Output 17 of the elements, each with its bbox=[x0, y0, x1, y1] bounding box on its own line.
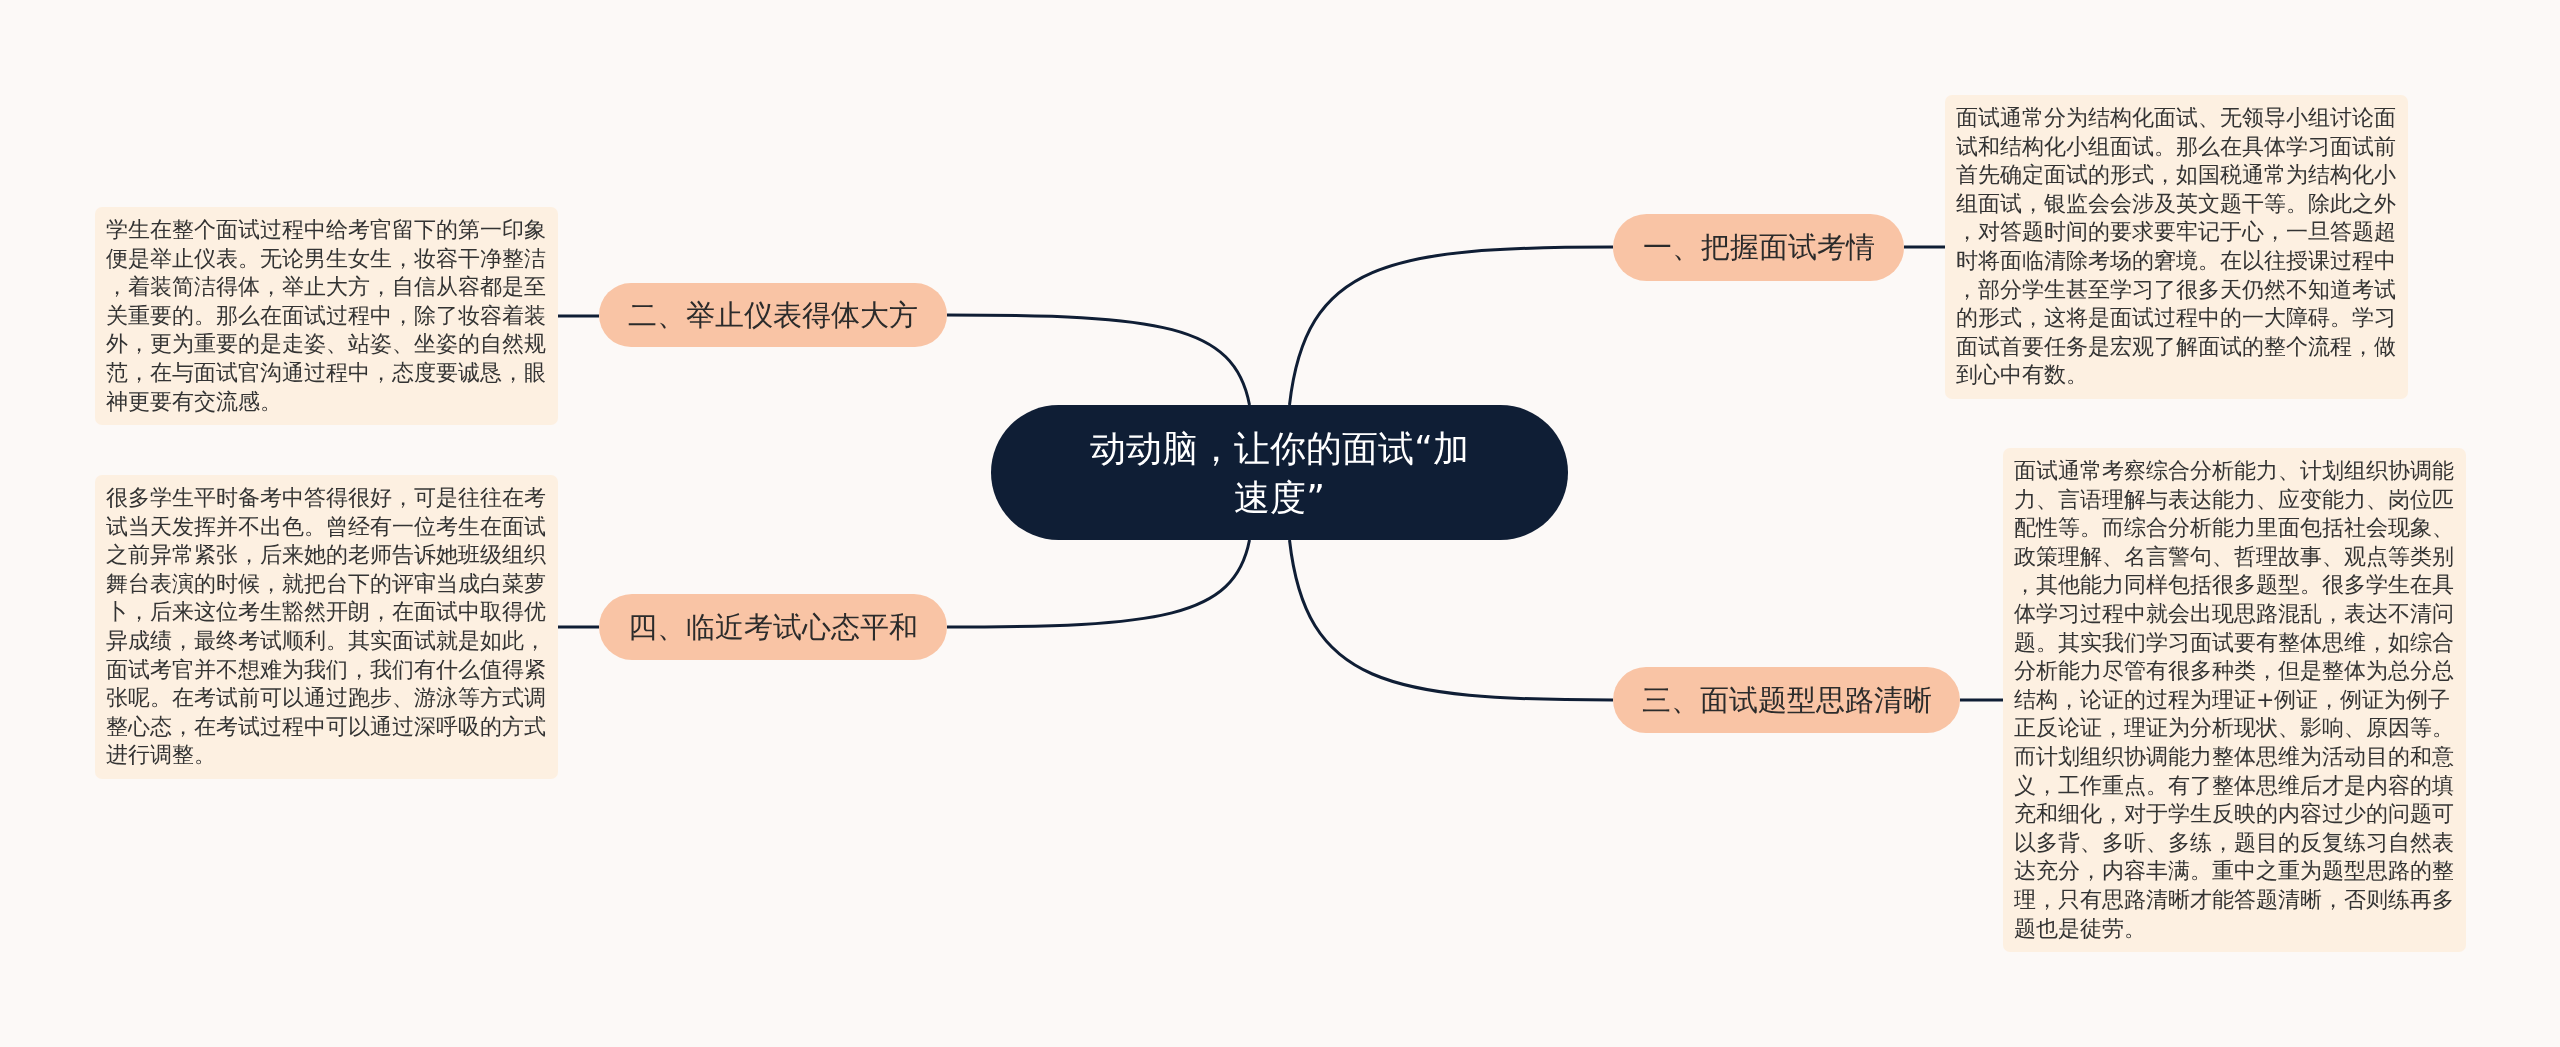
note-text: 面试通常考察综合分析能力、计划组织协调能力、言语理解与表达能力、应变能力、岗位匹配性等。而综合分析能力里面包括社会现象、政策理解、名言警句、哲理故事、观点等类别，其他能力同样包括很多题型。很多学生在具体学习过程中就会出现思路混乱，表达不清问题。其实我们学习面试要有整体思维，如综合分析能力尽管有很多种类，但是整体为总分总结构，论证的过程为理证+例证，例证为例子正反论证，理证为分析现状、影响、原因等。而计划组织协调能力整体思维为活动目的和意义，工作重点。有了整体思维后才是内容的填充和细化，对于学生反映的内容过少的问题可以多背、多听、多练，题目的反复练习自然表达充分，内容丰满。重中之重为题型思路的整理，只有思路清晰才能答题清晰，否则练再多题也是徒劳。 bbox=[2014, 457, 2455, 943]
note-text: 很多学生平时备考中答得很好，可是往往在考试当天发挥并不出色。曾经有一位考生在面试之前异常紧张，后来她的老师告诉她班级组织舞台表演的时候，就把台下的评审当成白菜萝卜，后来这位考生豁然开朗，在面试中取得优异成绩，最终考试顺利。其实面试就是如此，面试考官并不想难为我们，我们有什么值得紧张呢。在考试前可以通过跑步、游泳等方式调整心态，在考试过程中可以通过深呼吸的方式进行调整。 bbox=[106, 484, 547, 770]
note-text: 面试通常分为结构化面试、无领导小组讨论面试和结构化小组面试。那么在具体学习面试前首先确定面试的形式，如国税通常为结构化小组面试，银监会会涉及英文题干等。除此之外，对答题时间的要求要牢记于心，一旦答题超时将面临清除考场的窘境。在以往授课过程中，部分学生甚至学习了很多天仍然不知道考试的形式，这将是面试过程中的一大障碍。学习面试首要任务是宏观了解面试的整个流程，做到心中有数。 bbox=[1956, 104, 2397, 390]
topic-text: 动动脑，让你的面试“加速度” bbox=[1089, 426, 1470, 520]
branch-label: 四、临近考试心态平和 bbox=[628, 609, 918, 645]
connector-line bbox=[1288, 245, 1613, 406]
note-text: 学生在整个面试过程中给考官留下的第一印象便是举止仪表。无论男生女生，妆容干净整洁，着装简洁得体，举止大方，自信从容都是至关重要的。那么在面试过程中，除了妆容着装外，更为重要的是走姿、站姿、坐姿的自然规范，在与面试官沟通过程中，态度要诚恳，眼神更要有交流感。 bbox=[106, 216, 547, 416]
branch-label: 三、面试题型思路清晰 bbox=[1641, 682, 1932, 718]
connector-line bbox=[558, 625, 599, 629]
connector-line bbox=[1288, 539, 1613, 702]
connector-line bbox=[947, 313, 1251, 406]
connector-line bbox=[947, 539, 1251, 629]
connector-line bbox=[558, 314, 599, 318]
branch-label: 二、举止仪表得体大方 bbox=[628, 297, 918, 333]
branch-label: 一、把握面试考情 bbox=[1642, 229, 1875, 265]
connector-line bbox=[1960, 698, 2003, 702]
connector-line bbox=[1904, 245, 1945, 249]
